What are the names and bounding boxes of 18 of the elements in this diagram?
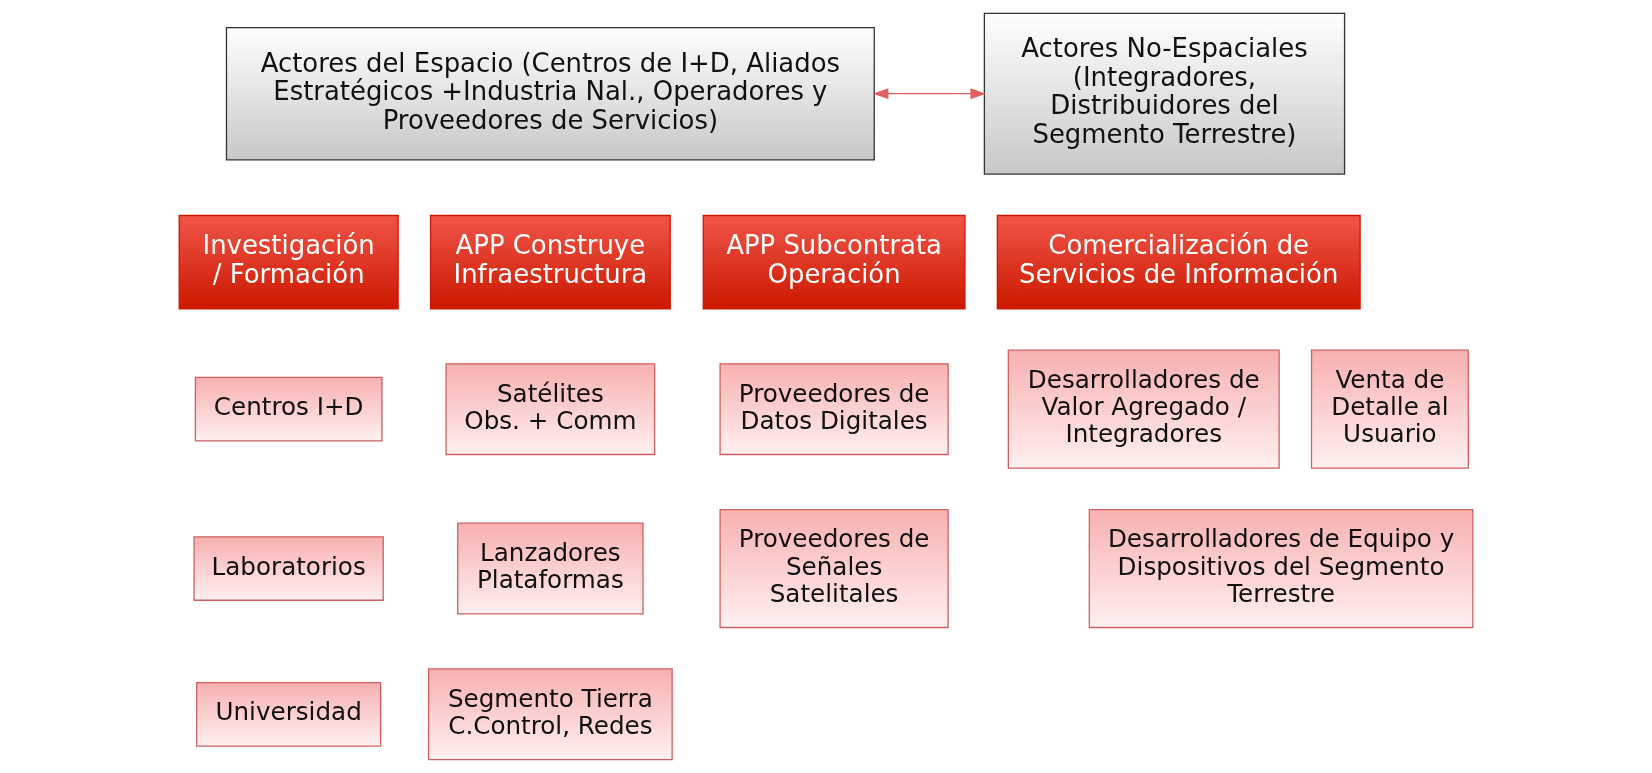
node-box: Universidad	[196, 681, 382, 747]
node-box: Desarrolladores de Equipo y Dispositivos del Segmento Terrestre	[1088, 508, 1474, 629]
node-box: Comercialización de Servicios de Información	[996, 214, 1361, 310]
node-box: Investigación / Formación	[178, 214, 399, 310]
node-box: Actores No-Espaciales (Integradores, Distribuidores del Segmento Terrestre)	[983, 12, 1346, 175]
node-box: Segmento Tierra C.Control, Redes	[427, 668, 673, 761]
node-box: APP Construye Infraestructura	[429, 214, 671, 310]
node-box: Satélites Obs. + Comm	[445, 363, 656, 456]
node-box: Actores del Espacio (Centros de I+D, Aliados Estratégicos +Industria Nal., Operadores y Proveedores de Servicios)	[225, 26, 875, 161]
node-box: Proveedores de Datos Digitales	[719, 363, 949, 456]
node-box: Lanzadores Plataformas	[457, 522, 644, 615]
node-box: Laboratorios	[193, 536, 384, 601]
node-box: Desarrolladores de Valor Agregado / Integradores	[1007, 349, 1280, 469]
arrow	[872, 88, 986, 100]
node-box: Centros I+D	[194, 376, 383, 442]
node-box: Venta de Detalle al Usuario	[1310, 349, 1469, 469]
node-box: APP Subcontrata Operación	[702, 214, 966, 310]
node-box: Proveedores de Señales Satelitales	[719, 508, 949, 629]
